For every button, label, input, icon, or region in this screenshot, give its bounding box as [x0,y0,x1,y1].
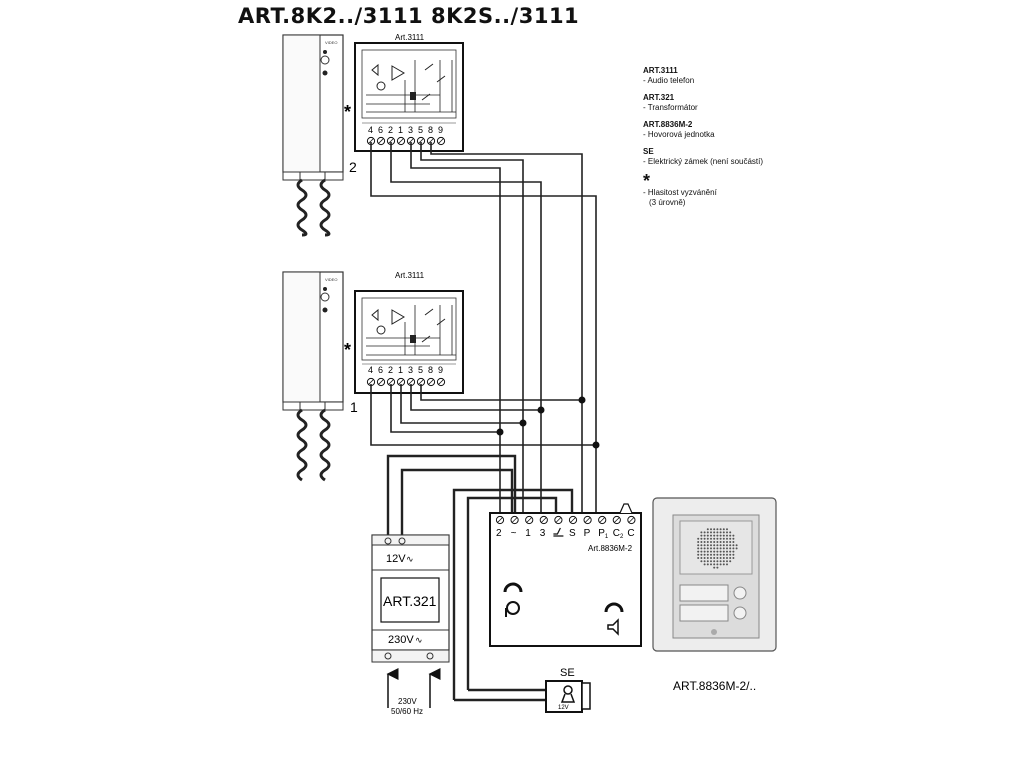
legend-entry-se: SE - Elektrický zámek (není součástí) [643,147,764,166]
supply-frequency: 50/60 Hz [391,707,423,716]
handset-1: VIDEO [282,271,344,482]
phone-terminal-label: 9 [438,365,443,375]
phone-terminal-label: 5 [418,365,423,375]
legend-entry-art321: ART.321 - Transformátor [643,93,698,112]
audio-unit-label: Art.8836M-2 [588,544,633,553]
supply-voltage: 230V [398,697,417,706]
svg-text:∿: ∿ [415,635,423,645]
wiring [370,142,597,702]
phone-terminal-label: 1 [398,365,403,375]
unit-terminal-label: S [569,528,576,539]
transformer: 12V ∿ ART.321 230V ∿ 230V 50/60 Hz [371,534,450,716]
phone-1-number: 1 [350,399,358,415]
door-panel: ART.8836M-2/.. [652,497,777,693]
phone-terminal-label: 4 [368,125,373,135]
asterisk-icon: * [643,171,651,191]
phone-terminal-label: 4 [368,365,373,375]
wire-junctions [496,396,600,449]
phone-terminal-label: 5 [418,125,423,135]
panel-label: ART.8836M-2/.. [673,679,756,693]
phone-1-model: Art.3111 [395,271,425,280]
transformer-out-label: 12V [386,553,406,565]
phone-terminal-label: 3 [408,125,413,135]
lock-voltage: 12V [558,705,569,711]
unit-terminal-label: 3 [540,528,546,539]
phone-terminal-label: 8 [428,365,433,375]
phone-terminal-label: 3 [408,365,413,375]
legend-entry-asterisk: * - Hlasitost vyzvánění (3 úrovně) [643,171,843,208]
unit-terminal-label: C [627,528,634,539]
legend-entry-art3111: ART.3111 - Audio telefon [643,66,695,85]
handset-2: VIDEO [282,34,344,237]
svg-text:VIDEO: VIDEO [325,40,337,45]
bell-terminal-icon [553,527,564,537]
phone-2-model: Art.3111 [395,33,425,42]
phone-terminal-label: 1 [398,125,403,135]
phone-terminal-label: 6 [378,365,383,375]
phone-terminal-label: 9 [438,125,443,135]
phone-1-asterisk: * [344,340,351,360]
svg-text:VIDEO: VIDEO [325,277,337,282]
legend-entry-art8836: ART.8836M-2 - Hovorová jednotka [643,120,715,139]
unit-terminal-label: 1 [525,528,531,539]
unit-terminal-label: 2 [496,528,502,539]
unit-terminal-label: P [584,528,591,539]
unit-terminal-label: ~ [511,528,517,539]
phone-2-asterisk: * [344,102,351,122]
transformer-in-label: 230V [388,634,414,646]
phone-terminal-label: 2 [388,125,393,135]
unit-terminal-label: C2 [613,528,624,540]
lock-label: SE [560,667,575,679]
transformer-label: ART.321 [383,593,437,609]
unit-terminal-label: P1 [598,528,609,540]
phone-terminal-label: 6 [378,125,383,135]
phone-2-number: 2 [349,159,357,175]
electric-lock: SE 12V [545,667,591,713]
phone-terminal-label: 2 [388,365,393,375]
svg-text:∿: ∿ [406,554,414,564]
legend: ART.3111 - Audio telefon ART.321 - Trans… [643,66,843,215]
phone-terminal-label: 8 [428,125,433,135]
diagram-title: ART.8K2../3111 8K2S../3111 [238,4,580,28]
